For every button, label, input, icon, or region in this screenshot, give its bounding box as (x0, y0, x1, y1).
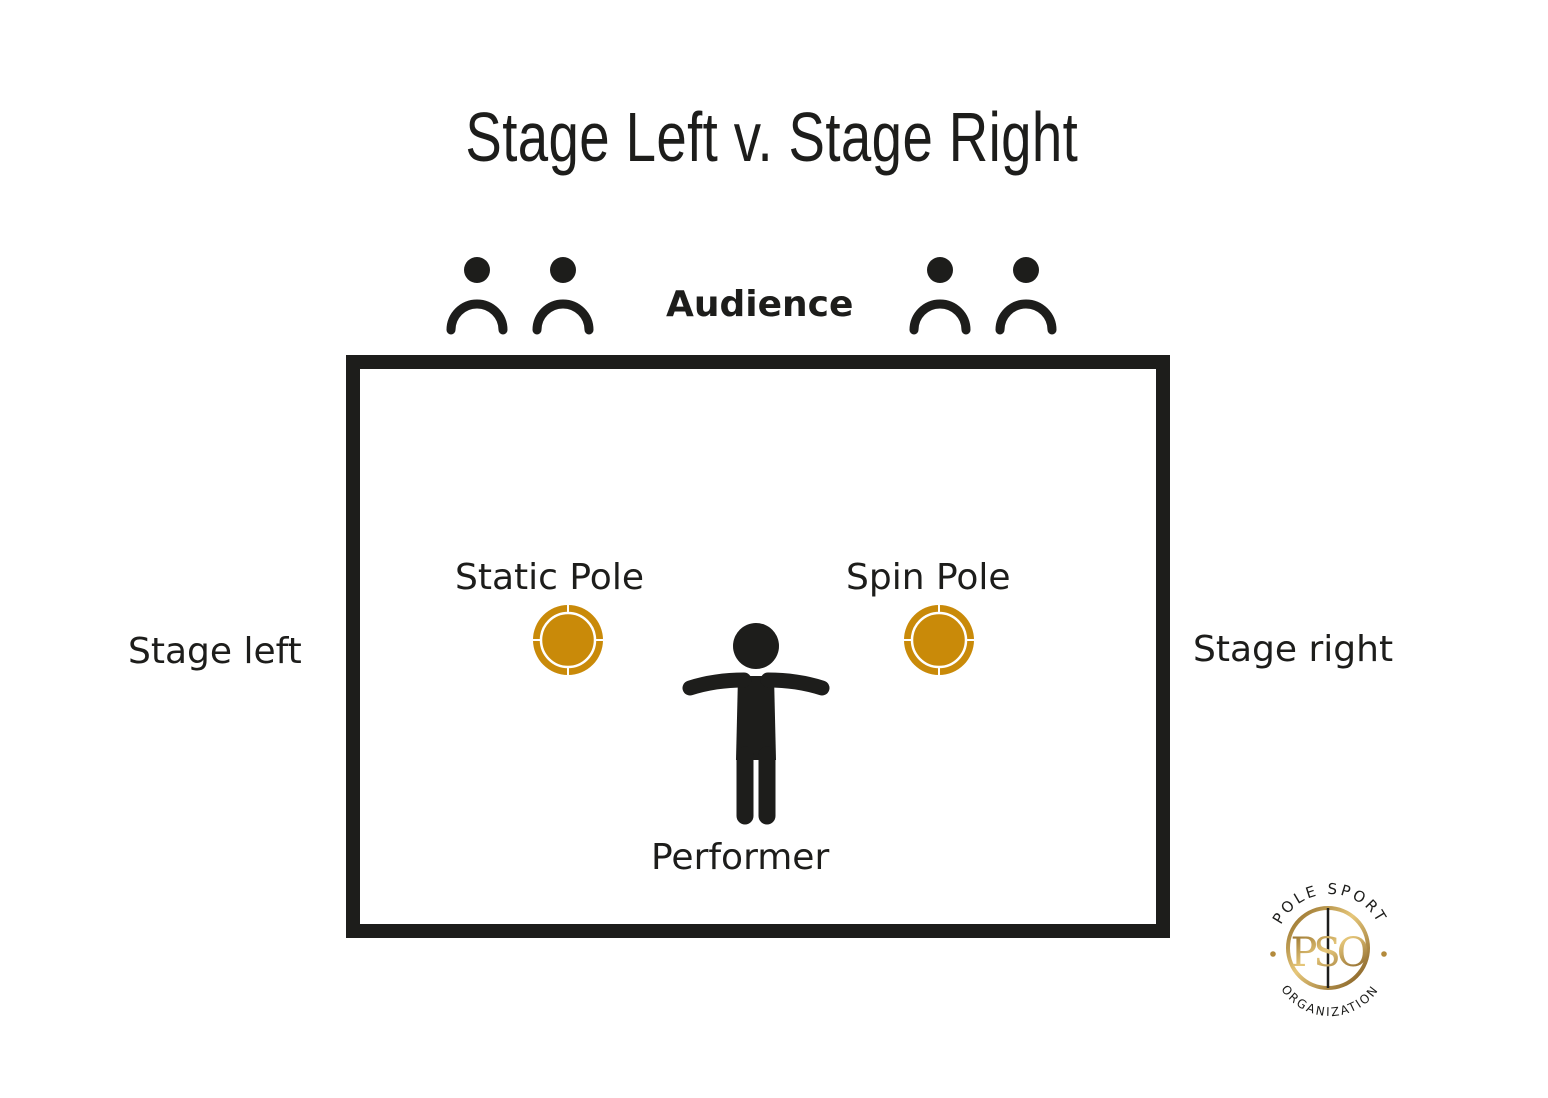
static-pole-icon (531, 603, 605, 677)
performer-label: Performer (651, 837, 830, 878)
stage-right-label: Stage right (1193, 629, 1394, 670)
logo-monogram: PSO (1290, 930, 1367, 976)
stage-left-label: Stage left (128, 631, 302, 672)
audience-person-icon (914, 257, 966, 330)
logo-top-text: POLE SPORT (1269, 880, 1391, 927)
spin-pole-icon (902, 603, 976, 677)
audience-label: Audience (666, 284, 854, 325)
audience-person-icon (451, 257, 503, 330)
audience-person-icon (537, 257, 589, 330)
stage-outline (346, 355, 1170, 938)
spin-pole-label: Spin Pole (846, 557, 1011, 598)
static-pole-label: Static Pole (455, 557, 644, 598)
audience-person-icon (1000, 257, 1052, 330)
diagram-title: Stage Left v. Stage Right (465, 98, 1079, 176)
pole-sport-organization-logo: POLE SPORT ORGANIZATION PSO (1269, 880, 1391, 1019)
performer-icon (682, 623, 830, 825)
